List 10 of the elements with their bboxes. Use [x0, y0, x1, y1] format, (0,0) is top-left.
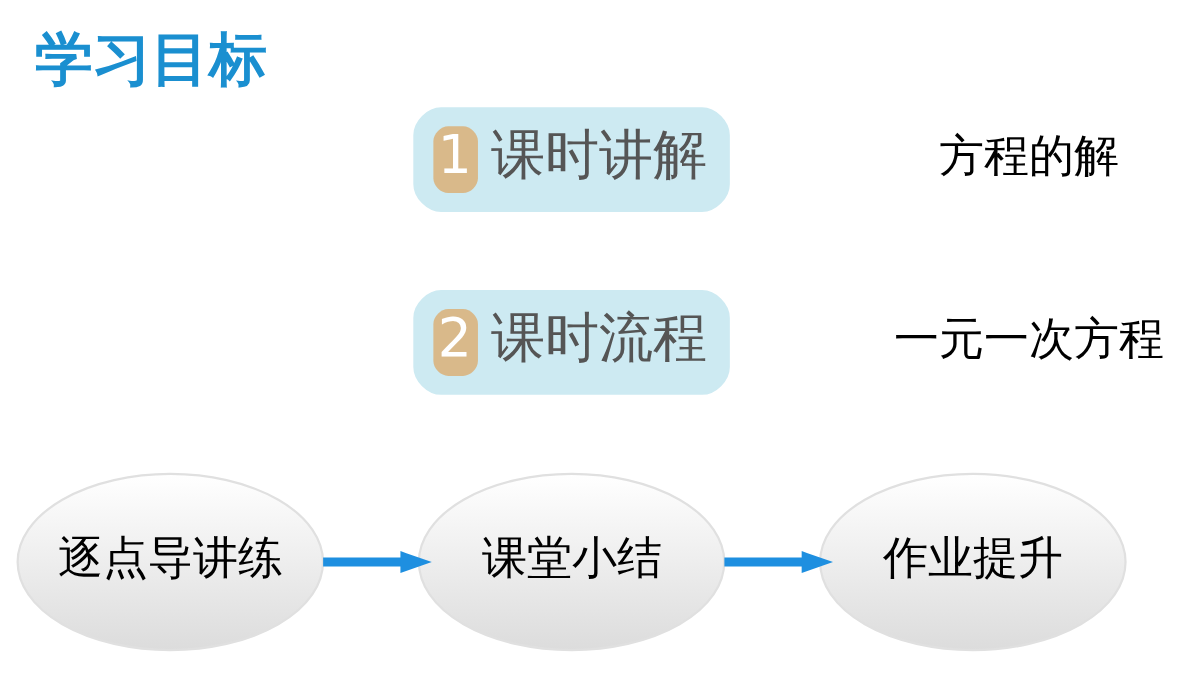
node-ellipse: 课堂小结: [417, 472, 726, 651]
arrow: [724, 550, 833, 573]
node-box: 2 课时流程: [413, 289, 730, 395]
node-ellipse: 逐点导讲练: [16, 472, 325, 651]
diagram-title: 学习目标: [35, 24, 268, 93]
node-box: 1 课时讲解: [413, 106, 730, 212]
label: 方程的解: [938, 129, 1119, 182]
arrow: [323, 550, 432, 573]
node-ellipse: 作业提升: [819, 472, 1127, 651]
label: 一元一次方程: [893, 312, 1164, 365]
